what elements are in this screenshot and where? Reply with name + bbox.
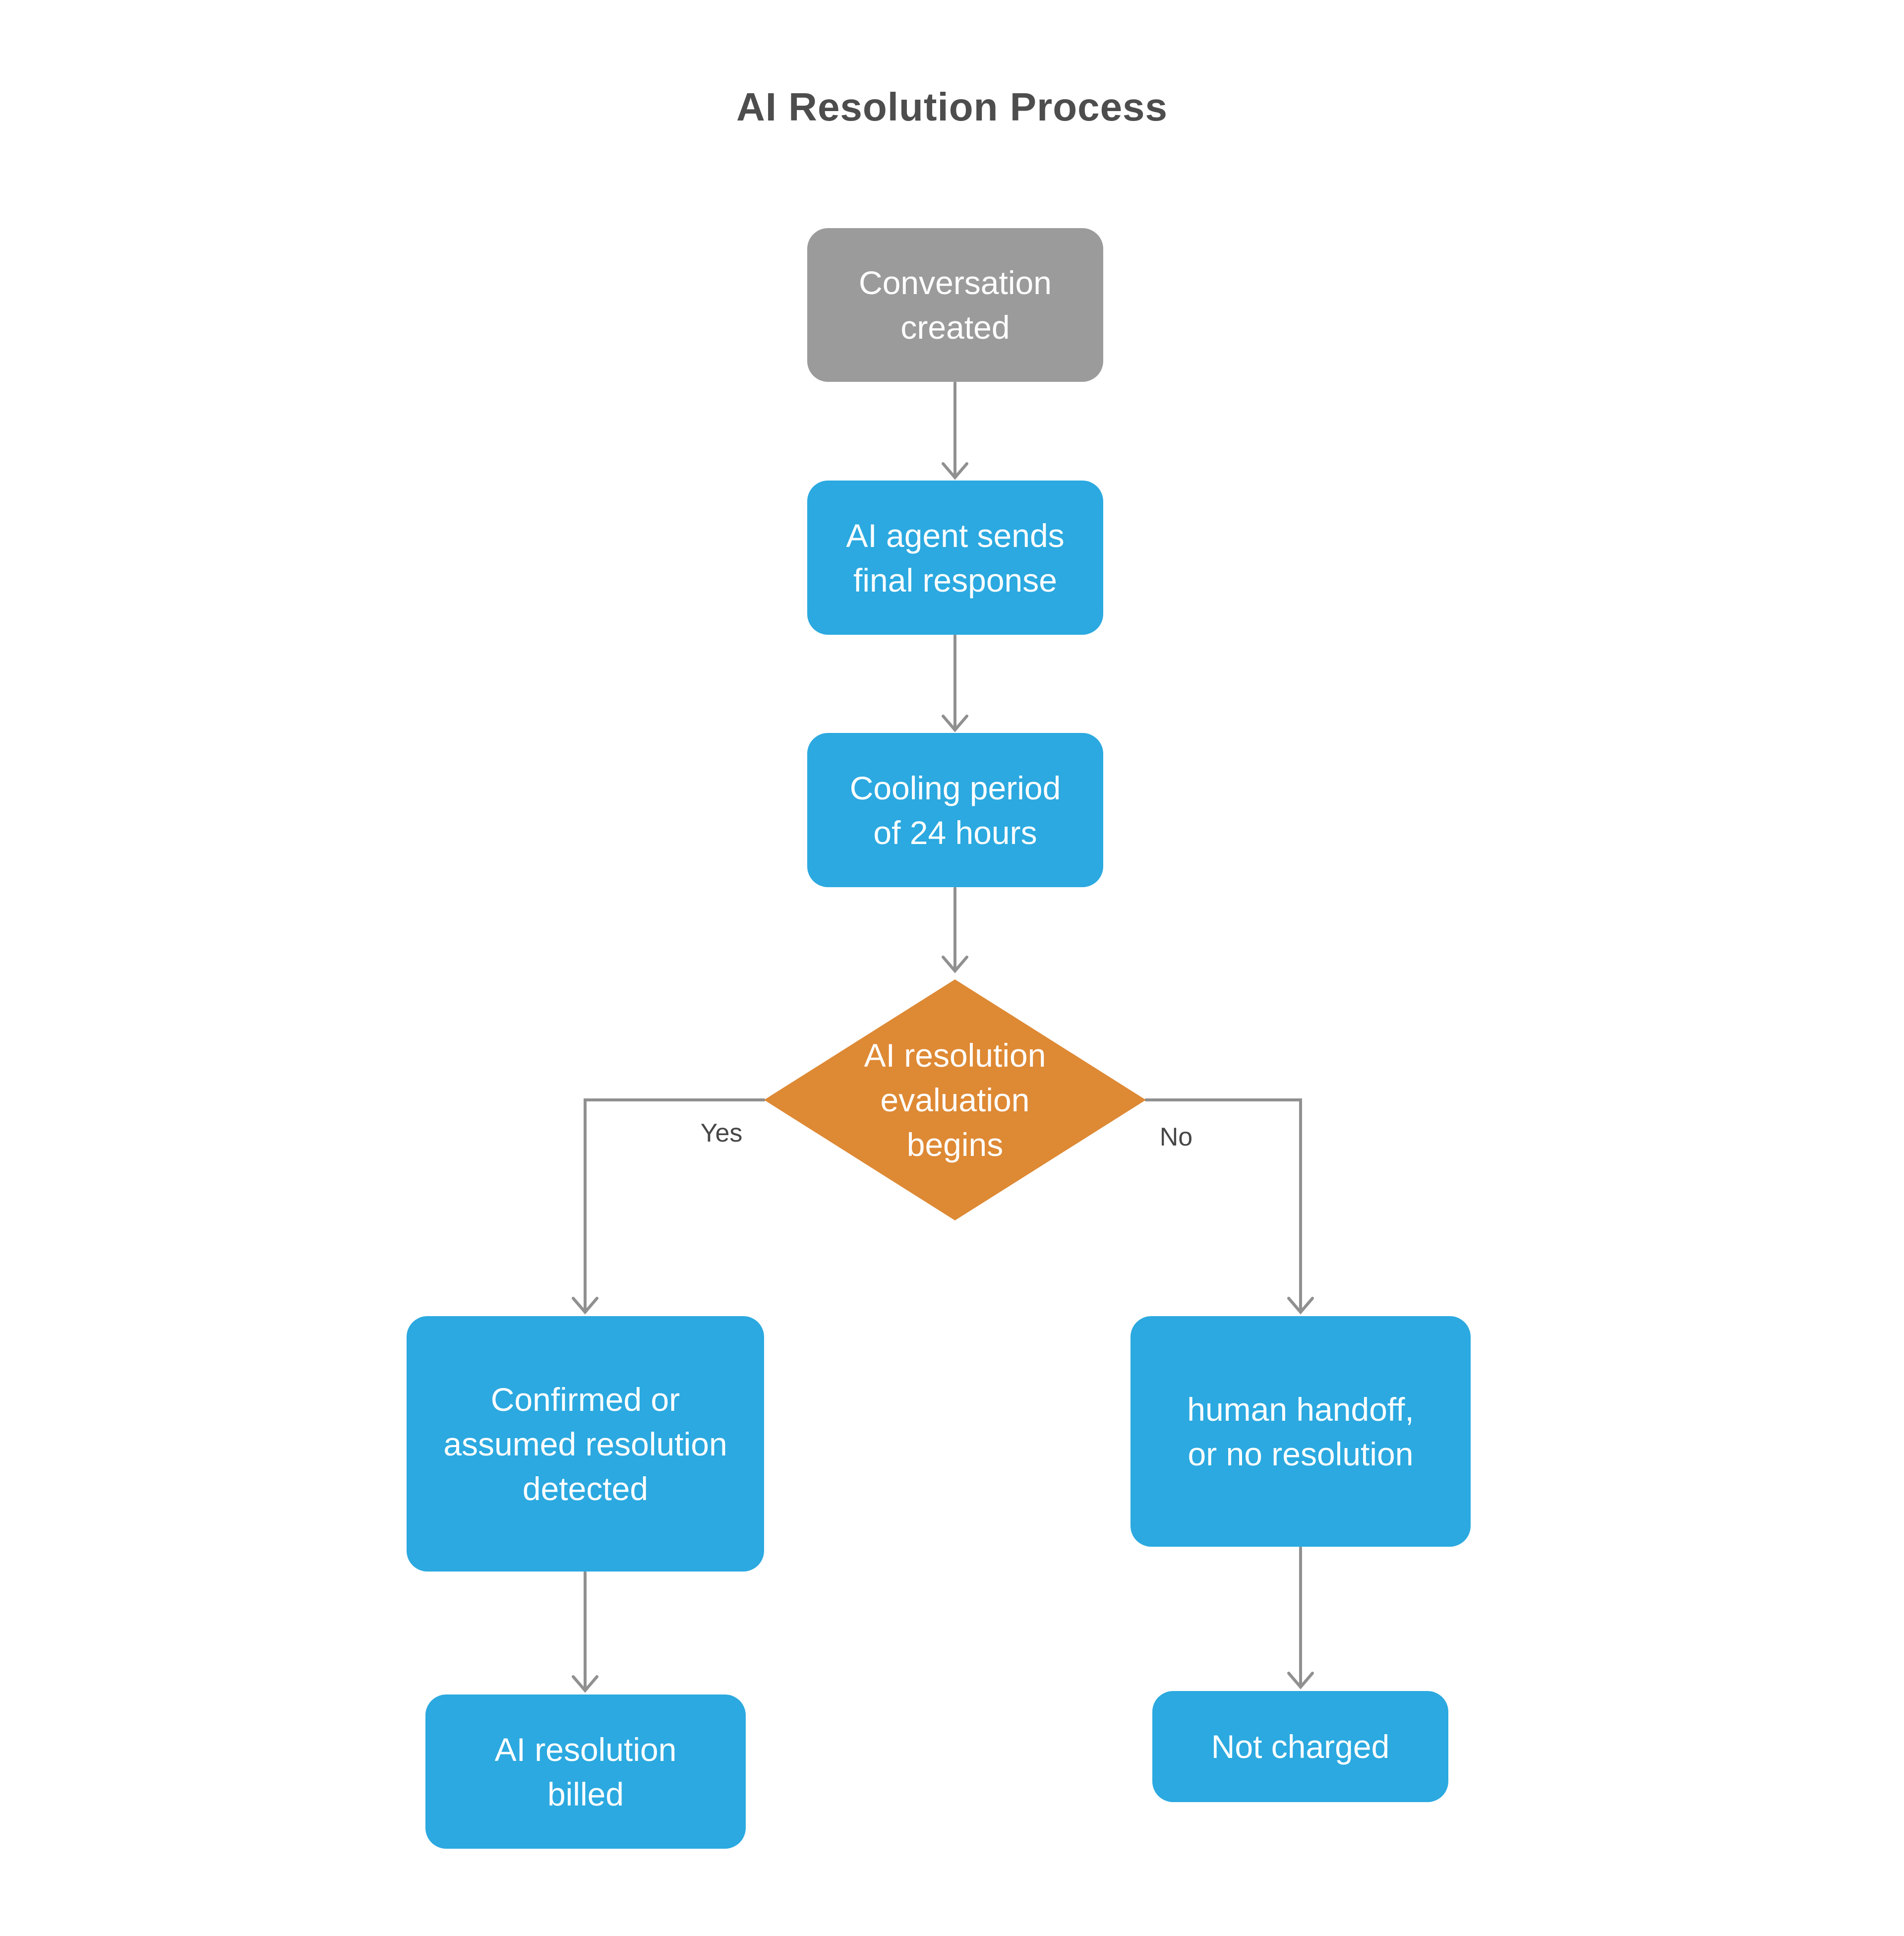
node-human-handoff: human handoff, or no resolution	[1130, 1316, 1471, 1547]
node-conversation-created: Conversation created	[807, 228, 1103, 382]
node-cooling-period-label: Cooling period of 24 hours	[849, 769, 1061, 851]
node-agent-final-response-label: AI agent sends final response	[846, 517, 1065, 599]
diagram-title: AI Resolution Process	[736, 85, 1168, 129]
node-conversation-created-label: Conversation created	[859, 264, 1052, 346]
decision-diamond-shape	[764, 979, 1146, 1220]
node-evaluation-decision: AI resolution evaluation begins	[764, 979, 1146, 1220]
edge-label-yes: Yes	[700, 1119, 743, 1148]
node-resolution-billed-label: AI resolution billed	[494, 1731, 677, 1813]
node-confirmed-resolution: Confirmed or assumed resolution detected	[407, 1316, 764, 1572]
node-not-charged: Not charged	[1152, 1691, 1448, 1802]
node-agent-final-response: AI agent sends final response	[807, 481, 1103, 635]
node-confirmed-resolution-label: Confirmed or assumed resolution detected	[443, 1381, 727, 1507]
edge-label-no: No	[1159, 1123, 1193, 1151]
connector-decision-no-branch	[1144, 1098, 1314, 1315]
node-resolution-billed: AI resolution billed	[425, 1694, 746, 1849]
node-human-handoff-label: human handoff, or no resolution	[1187, 1391, 1414, 1472]
node-cooling-period: Cooling period of 24 hours	[807, 733, 1103, 887]
node-evaluation-decision-label: AI resolution evaluation begins	[864, 1037, 1046, 1163]
connector-decision-yes-branch	[572, 1098, 766, 1315]
node-not-charged-label: Not charged	[1211, 1728, 1390, 1765]
